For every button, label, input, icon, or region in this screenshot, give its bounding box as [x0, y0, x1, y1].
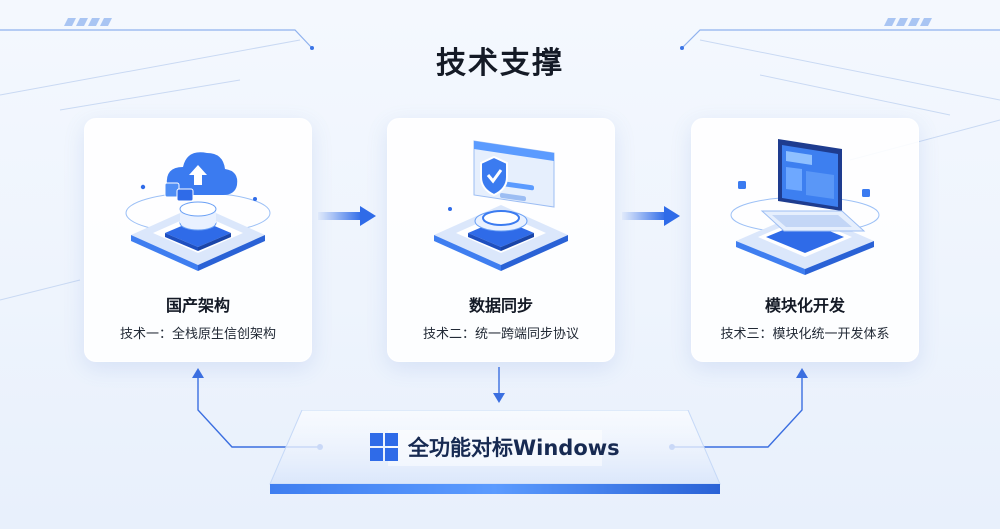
card-title: 模块化开发 [764, 296, 845, 315]
base-label: 全功能对标Windows [408, 436, 620, 460]
windows-logo-icon [370, 433, 398, 461]
base-label-group: 全功能对标Windows [370, 430, 620, 464]
card-data-sync: 数据同步 技术二：统一跨端同步协议 [387, 118, 615, 362]
shield-check-icon [434, 140, 568, 271]
card-description: 技术一：全栈原生信创架构 [119, 327, 276, 342]
card-title: 数据同步 [468, 296, 533, 315]
arrow-right-icon [318, 206, 376, 226]
card-domestic-architecture: 国产架构 技术一：全栈原生信创架构 [84, 118, 312, 362]
laptop-icon [730, 139, 880, 275]
card-description: 技术三：模块化统一开发体系 [720, 327, 890, 342]
cloud-upload-icon [125, 152, 271, 271]
card-modular-development: 模块化开发 技术三：模块化统一开发体系 [691, 118, 919, 362]
page-title: 技术支撑 [436, 46, 564, 81]
card-description: 技术二：统一跨端同步协议 [422, 327, 579, 342]
arrow-right-icon [622, 206, 680, 226]
card-title: 国产架构 [165, 296, 230, 315]
base-platform [269, 410, 721, 494]
